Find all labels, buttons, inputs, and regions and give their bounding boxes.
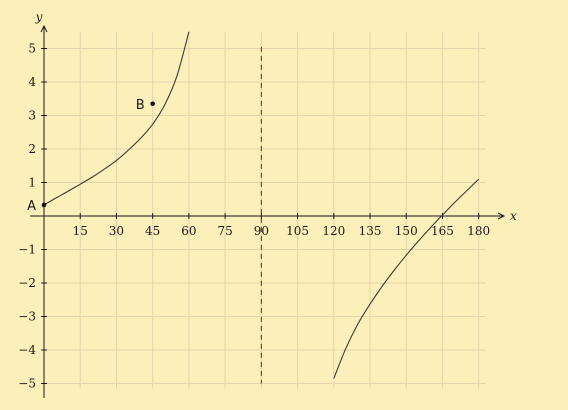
point-A bbox=[41, 202, 47, 208]
x-tick-label: 75 bbox=[217, 224, 232, 238]
x-tick-label: 45 bbox=[145, 224, 160, 238]
y-axis-arrow bbox=[40, 24, 48, 33]
y-tick-label: −2 bbox=[18, 276, 36, 290]
y-tick-label: −4 bbox=[18, 343, 36, 357]
x-axis-label: x bbox=[510, 209, 517, 223]
x-axis-arrow bbox=[497, 212, 506, 220]
point-label-B: B bbox=[136, 98, 145, 113]
y-tick-label: 2 bbox=[28, 142, 36, 156]
x-tick-label: 150 bbox=[395, 224, 418, 238]
x-tick-label: 135 bbox=[359, 224, 382, 238]
x-tick-label: 60 bbox=[181, 224, 196, 238]
curves bbox=[43, 31, 480, 379]
axes bbox=[30, 24, 506, 398]
y-tick-label: 4 bbox=[28, 75, 36, 89]
point-label-A: A bbox=[27, 199, 36, 214]
x-tick-label: 30 bbox=[109, 224, 124, 238]
grid bbox=[44, 31, 486, 389]
y-axis-label: y bbox=[35, 10, 43, 24]
x-tick-label: 165 bbox=[431, 224, 454, 238]
y-tick-label: 5 bbox=[28, 42, 36, 56]
x-tick-label: 180 bbox=[467, 224, 490, 238]
y-tick-label: −1 bbox=[18, 243, 36, 257]
point-B bbox=[150, 101, 155, 107]
y-tick-label: 1 bbox=[28, 176, 36, 190]
y-tick-label: −3 bbox=[18, 310, 36, 324]
x-tick-label: 105 bbox=[286, 224, 309, 238]
y-tick-label: −5 bbox=[18, 377, 36, 391]
series-line-2 bbox=[333, 178, 480, 379]
series-line-1 bbox=[43, 31, 190, 206]
y-tick-label: 3 bbox=[28, 109, 36, 123]
points: AB bbox=[27, 98, 155, 214]
x-tick-label: 120 bbox=[322, 224, 345, 238]
x-tick-label: 90 bbox=[254, 224, 269, 238]
x-tick-label: 15 bbox=[73, 224, 88, 238]
